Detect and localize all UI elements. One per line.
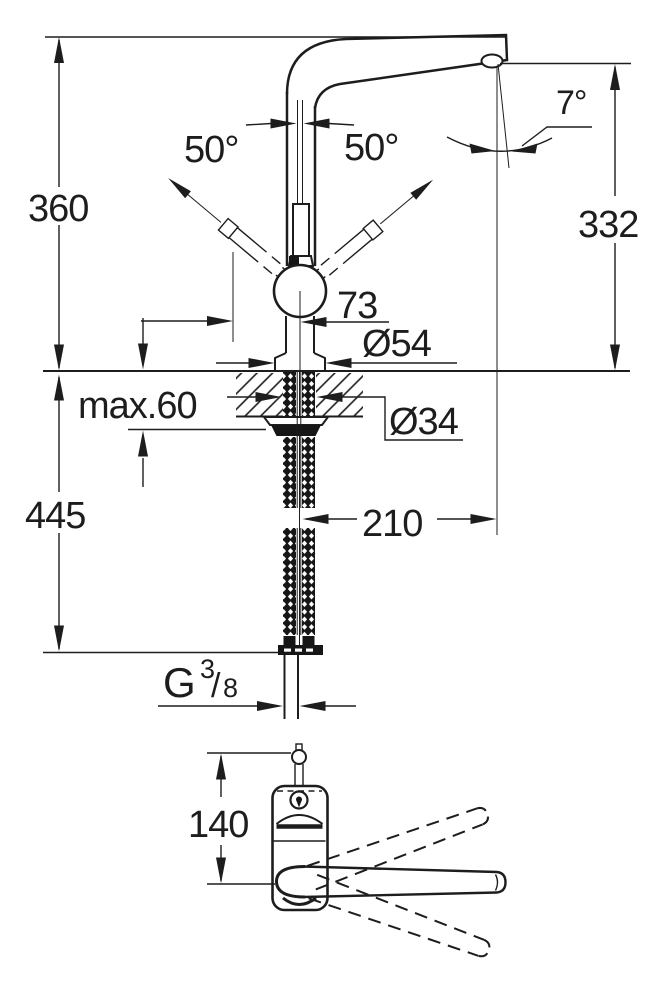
braided-hose (283, 528, 296, 635)
thread-denominator: 8 (223, 673, 238, 703)
top-view-spout-position-down (308, 873, 491, 958)
dim-445-label: 445 (25, 495, 85, 537)
dim-332-label: 332 (578, 204, 638, 246)
faucet-top-view: 140 (188, 743, 507, 958)
dim-73-label: 73 (337, 285, 377, 327)
dim-50deg-right-label: 50° (344, 127, 398, 169)
top-view-spout-end-cap (496, 870, 507, 894)
dim-7deg-label: 7° (556, 84, 587, 122)
faucet-front-view (43, 33, 630, 719)
aerator-mousseur (480, 53, 504, 69)
top-view-spout-base-ring (274, 865, 306, 899)
hose-fitting (283, 636, 296, 645)
dim-swivel-angle-left-50: 50° (184, 118, 297, 171)
top-view-spout-position-up (306, 806, 489, 891)
dim-deck-thickness-max60: max.60 (78, 318, 266, 487)
top-view-spout-top-edge (302, 865, 498, 874)
base-escutcheon (274, 352, 326, 371)
dim-thread-g38: G 3 / 8 (158, 654, 356, 711)
top-view-pivot-drop (296, 801, 302, 808)
top-view-spout-end-face (494, 874, 499, 891)
thread-slash: / (211, 667, 221, 705)
braided-hose (302, 372, 315, 417)
dim-below-deck-445: 445 (25, 374, 86, 652)
dim-body-depth-140: 140 (188, 752, 291, 885)
dim-dia54-label: Ø54 (362, 323, 432, 365)
dim-50deg-left-label: 50° (184, 129, 238, 171)
mounting-nut (271, 425, 321, 436)
handle-position-left-50 (168, 178, 293, 284)
top-view-spout-bottom-edge (302, 891, 498, 899)
thread-numerator: 3 (200, 654, 215, 684)
dim-360-label: 360 (28, 188, 88, 230)
dim-max60-label: max.60 (78, 385, 197, 427)
handle-position-right-50 (309, 179, 434, 285)
dim-outlet-height-332: 332 (500, 62, 639, 371)
thread-g-label: G (163, 659, 195, 706)
handle-collar-mark (289, 256, 299, 266)
dim-spray-angle-7: 7° (446, 63, 592, 169)
dimensions-front-view: 360 445 max.60 73 (25, 36, 639, 711)
spout-outline (285, 33, 509, 109)
dim-spout-reach-210: 210 (302, 66, 498, 545)
braided-hose (302, 437, 315, 508)
dim-210-label: 210 (362, 503, 422, 545)
connector-slot (295, 648, 302, 652)
handle-grip (292, 203, 310, 257)
connector-slot (284, 648, 291, 652)
top-view-dome-arc (275, 814, 324, 825)
dim-dia34-label: Ø34 (389, 401, 459, 443)
dim-swivel-angle-right-50: 50° (303, 118, 399, 169)
connector-slot (306, 648, 313, 652)
dim-overall-height-360: 360 (28, 36, 507, 371)
dim-hole-diameter-34: Ø34 (227, 392, 463, 443)
hose-fitting (302, 636, 315, 645)
top-view-handle-end (291, 749, 307, 765)
braided-hose (302, 528, 315, 635)
dim-140-label: 140 (188, 804, 248, 846)
dim-base-diameter-54: Ø54 (216, 323, 457, 368)
dim-handle-offset-73: 73 (141, 252, 389, 342)
braided-hose (283, 372, 296, 417)
braided-hose (283, 437, 296, 508)
shank-flange (262, 416, 330, 426)
